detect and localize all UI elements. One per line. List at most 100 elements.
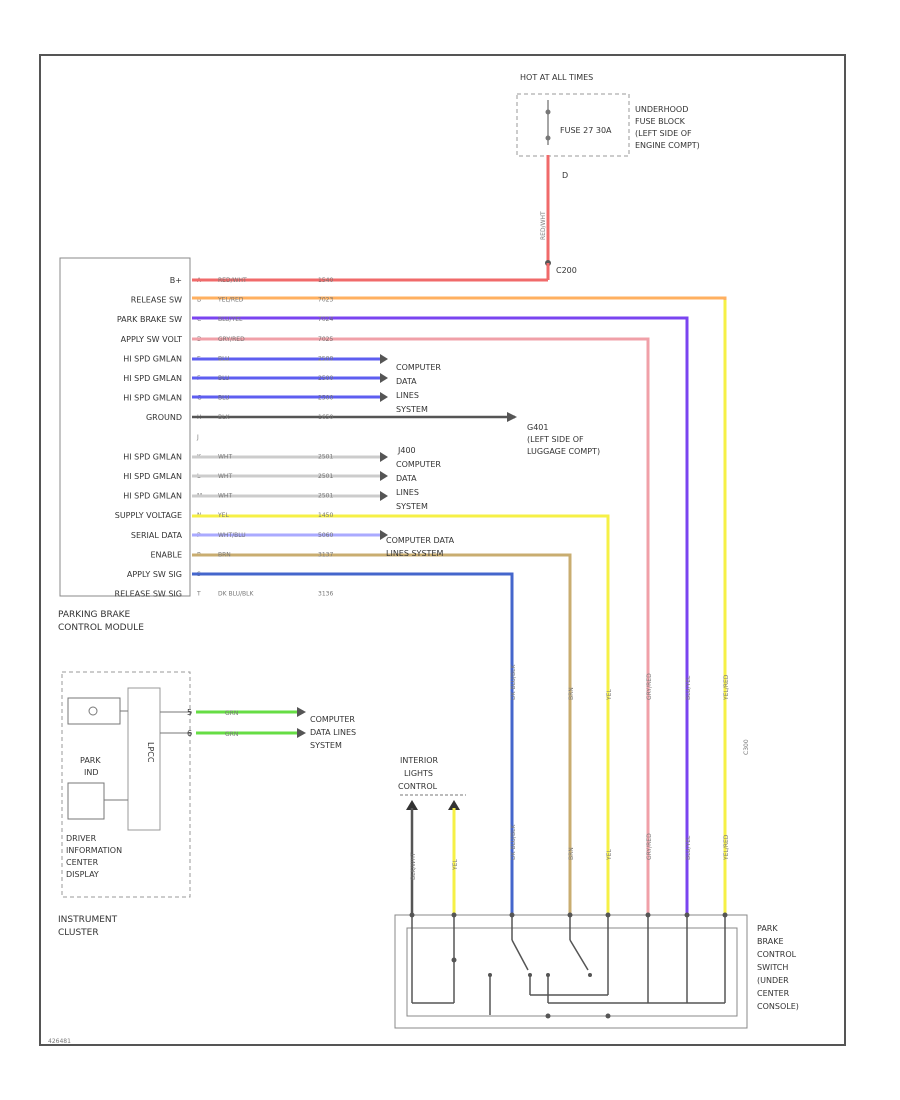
comp-data-4-b: DATA LINES (310, 728, 356, 737)
comp-data-1-b: DATA (396, 377, 417, 386)
comp-data-1-a: COMPUTER (396, 363, 441, 372)
computer-data-arrows (380, 354, 388, 540)
module-pin-label: RELEASE SW SIG (115, 590, 182, 599)
switch-name-2: BRAKE (757, 937, 784, 946)
wire-color-label: BLK (218, 414, 230, 421)
switch-wire-label: BRN (568, 687, 575, 700)
ground-loc-1: G401 (527, 423, 548, 432)
switch-wire-label: BLU/YEL (685, 675, 692, 700)
module-pin-label: HI SPD GMLAN (123, 472, 182, 481)
wire-release-sw (192, 296, 727, 915)
module-pin-label: PARK BRAKE SW (117, 315, 182, 324)
module-pin-label: HI SPD GMLAN (123, 394, 182, 403)
wire-circuit-label: 7024 (318, 316, 333, 323)
park-ind-label-2: IND (84, 768, 99, 777)
cluster-wire-color-2: GRN (225, 731, 238, 738)
wire-circuit-label: 2501 (318, 493, 333, 500)
switch-wire-label: BRN (568, 847, 575, 860)
dic-label-3: CENTER (66, 858, 99, 867)
cluster-name-2: CLUSTER (58, 928, 99, 938)
switch-name-6: CENTER (757, 989, 790, 998)
comp-data-1-d: SYSTEM (396, 405, 428, 414)
fuse-term: D (562, 171, 568, 180)
wire-color-label: BLU (218, 375, 230, 382)
wire-park-brake-sw (192, 316, 689, 915)
wire-circuit-label: 1540 (318, 277, 333, 284)
module-pin-number: T (196, 591, 201, 598)
wire-circuit-label: 1650 (318, 414, 333, 421)
wire-circuit-label: 3137 (318, 551, 333, 558)
module-pin-label: GROUND (146, 413, 182, 422)
wire-color-label: WHT (218, 453, 232, 460)
module-pin-label: HI SPD GMLAN (123, 492, 182, 501)
wire-apply-sw-volt (192, 337, 650, 915)
cluster-pin-5: 5 (187, 708, 192, 717)
wire-color-label: BLU (218, 395, 230, 402)
interior-wire-label-2: YEL (452, 859, 459, 871)
fuse-icon (545, 109, 551, 115)
interior-label-3: CONTROL (398, 782, 438, 791)
comp-data-1-c: LINES (396, 391, 419, 400)
fuse-feed-wire-label: RED/WHT (540, 211, 547, 240)
module-pin-label: RELEASE SW (131, 296, 182, 305)
switch-connector-label: C300 (743, 739, 750, 755)
switch-name-1: PARK (757, 924, 778, 933)
instrument-cluster: PARK IND LPCC DRIVER INFORMATION CENTER … (61, 671, 192, 898)
splice-label: C200 (556, 266, 577, 275)
lpcc-label: LPCC (146, 742, 155, 763)
cluster-name-1: INSTRUMENT (58, 915, 118, 925)
switch-name-5: (UNDER (757, 976, 789, 985)
interior-wire-label-1: BLK/WHT (410, 852, 417, 880)
hot-at-all-times-label: HOT AT ALL TIMES (520, 73, 593, 82)
wire-circuit-label: 2500 (318, 375, 333, 382)
wire-release-sw-sig (192, 572, 514, 915)
comp-data-2-d: SYSTEM (396, 502, 428, 511)
dic-display-icon (67, 782, 105, 820)
module-pin-number: J (196, 434, 199, 441)
wire-circuit-label: 7023 (318, 297, 333, 304)
fuse-block-location-1: UNDERHOOD (635, 105, 688, 114)
wire-circuit-label: 2500 (318, 355, 333, 362)
module-pin-label: SUPPLY VOLTAGE (115, 511, 182, 520)
switch-name-7: CONSOLE) (757, 1002, 799, 1011)
module-pin-label: SERIAL DATA (131, 531, 183, 540)
wire-supply-voltage (192, 514, 610, 915)
fuse-block-location-2: FUSE BLOCK (635, 117, 686, 126)
cluster-wire-color-1: GRN (225, 710, 238, 717)
switch-wire-label: YEL (606, 849, 613, 861)
wire-circuit-label: 2501 (318, 453, 333, 460)
figure-id: 426481 (48, 1038, 71, 1045)
module-pin-label: HI SPD GMLAN (123, 452, 182, 461)
module-pin-label: B+ (170, 276, 182, 285)
underhood-fuse-block: HOT AT ALL TIMES FUSE 27 30A UNDERHOOD F… (516, 73, 700, 280)
switch-wire-label: GRY/RED (646, 833, 653, 860)
switch-wire-label: YEL (606, 689, 613, 701)
dic-label-1: DRIVER (66, 834, 97, 843)
switch-wire-label: BLU/YEL (685, 835, 692, 860)
ground-arrow-icon (507, 412, 517, 422)
switch-wire-label: DK BLU/BLK (510, 664, 517, 700)
wire-color-label: BRN (218, 551, 231, 558)
module-pin-label: APPLY SW VOLT (121, 335, 182, 344)
wire-circuit-label: 2500 (318, 395, 333, 402)
cluster-pin-6: 6 (187, 729, 192, 738)
switch-name-4: SWITCH (757, 963, 788, 972)
switch-wire-label: YEL/RED (723, 674, 730, 701)
interior-label-2: LIGHTS (404, 769, 433, 778)
wire-circuit-label: 1450 (318, 512, 333, 519)
wire-color-label: YEL (217, 512, 229, 519)
module-pin-label: ENABLE (150, 550, 182, 559)
ground-loc-3: LUGGAGE COMPT) (527, 447, 600, 456)
module-pin-label: APPLY SW SIG (127, 570, 182, 579)
comp-data-2-c: LINES (396, 488, 419, 497)
fuse-block-location-3: (LEFT SIDE OF (635, 129, 692, 138)
interior-arrow-1-icon (406, 800, 418, 810)
wire-circuit-label: 5060 (318, 532, 333, 539)
comp-data-2-b: DATA (396, 474, 417, 483)
dic-label-2: INFORMATION (66, 846, 122, 855)
module-pin-number: B (197, 297, 201, 304)
comp-data-2-head: J400 (397, 446, 416, 455)
wire-color-label: YEL/RED (217, 297, 244, 304)
fuse-label: FUSE 27 30A (560, 126, 612, 135)
